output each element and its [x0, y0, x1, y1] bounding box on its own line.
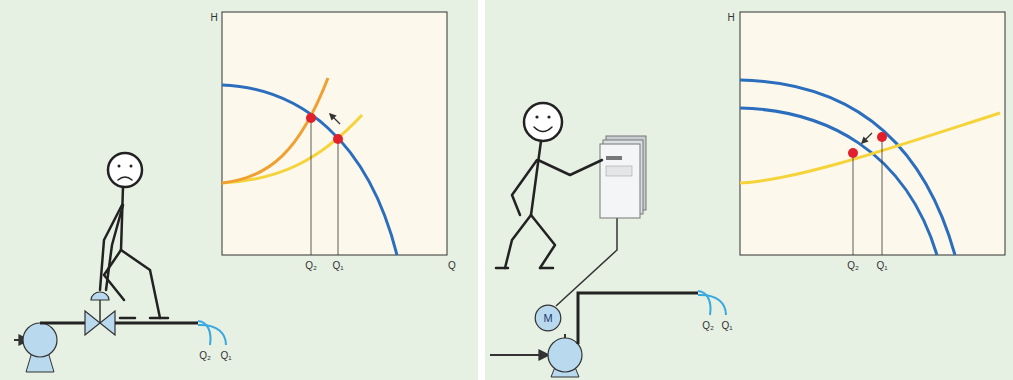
motor-circle: M — [534, 304, 562, 332]
motor-letter: M — [543, 312, 552, 324]
motor-circle-shape — [535, 305, 561, 331]
flow-label: Q₂ — [702, 321, 714, 331]
flow-label: Q₂ — [199, 351, 211, 361]
flow-label: Q₁ — [876, 261, 887, 271]
right-chart — [740, 12, 1005, 255]
flow-label: Q₂ — [305, 261, 317, 271]
left-pump-system — [14, 292, 226, 372]
axis-label: H — [210, 13, 217, 23]
axis-label: H — [727, 13, 734, 23]
flow-label: Q₂ — [847, 261, 859, 271]
flow-label: Q₁ — [220, 351, 231, 361]
left-panel — [0, 0, 478, 380]
right-pump-system — [490, 136, 726, 377]
flow-label: Q₁ — [332, 261, 343, 271]
happy-figure — [496, 103, 602, 268]
axis-label: Q — [448, 261, 456, 271]
left-chart — [222, 12, 447, 255]
flow-label: Q₁ — [721, 321, 732, 331]
sad-figure — [100, 153, 168, 318]
right-panel — [485, 0, 1013, 380]
